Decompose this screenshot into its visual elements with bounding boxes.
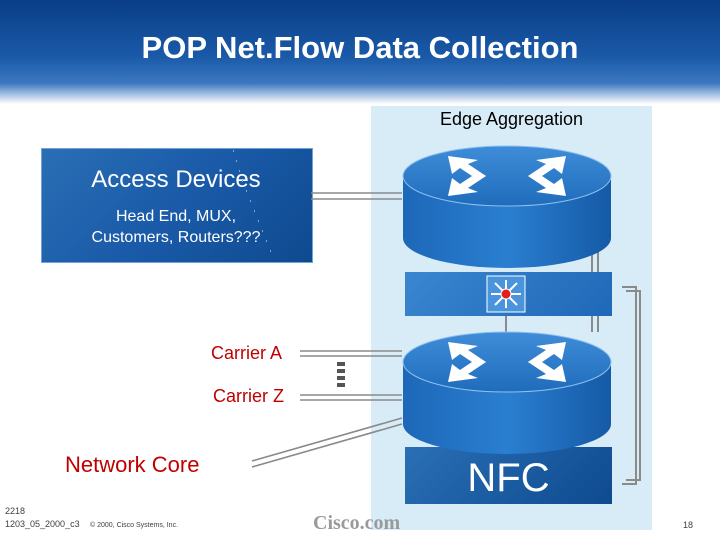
network-core-link xyxy=(251,417,403,468)
access-dotted-edge xyxy=(233,150,271,252)
footer-copyright: © 2000, Cisco Systems, Inc. xyxy=(90,522,179,529)
slide-title: POP Net.Flow Data Collection xyxy=(141,30,579,65)
page-number: 18 xyxy=(683,520,694,530)
nfc-label: NFC xyxy=(467,456,550,500)
edge-aggregation-label: Edge Aggregation xyxy=(439,109,584,129)
footer-code-1: 2218 xyxy=(5,506,26,516)
carrier-z-label: Carrier Z xyxy=(213,386,284,406)
carrier-a-label: Carrier A xyxy=(211,343,283,363)
header-banner xyxy=(0,0,720,104)
carrier-z-link xyxy=(300,394,402,401)
switch-icon xyxy=(486,275,526,313)
access-devices-subtitle: Head End, MUX, Customers, Routers??? xyxy=(41,206,311,248)
access-link xyxy=(311,192,402,200)
access-line-2: Customers, Routers??? xyxy=(91,229,261,246)
nfc-box xyxy=(405,447,612,504)
access-devices-title: Access Devices xyxy=(91,166,261,193)
nfc-bracket xyxy=(622,286,641,485)
cisco-brand: Cisco.com xyxy=(313,512,401,534)
access-line-1: Head End, MUX, xyxy=(115,208,237,225)
network-core-label: Network Core xyxy=(65,452,200,477)
router-icon xyxy=(402,145,612,268)
router-icon xyxy=(402,331,612,454)
footer-code-2: 1203_05_2000_c3 xyxy=(5,519,80,529)
carrier-dots xyxy=(337,362,345,387)
carrier-a-link xyxy=(300,350,402,357)
access-devices-box xyxy=(41,148,313,263)
